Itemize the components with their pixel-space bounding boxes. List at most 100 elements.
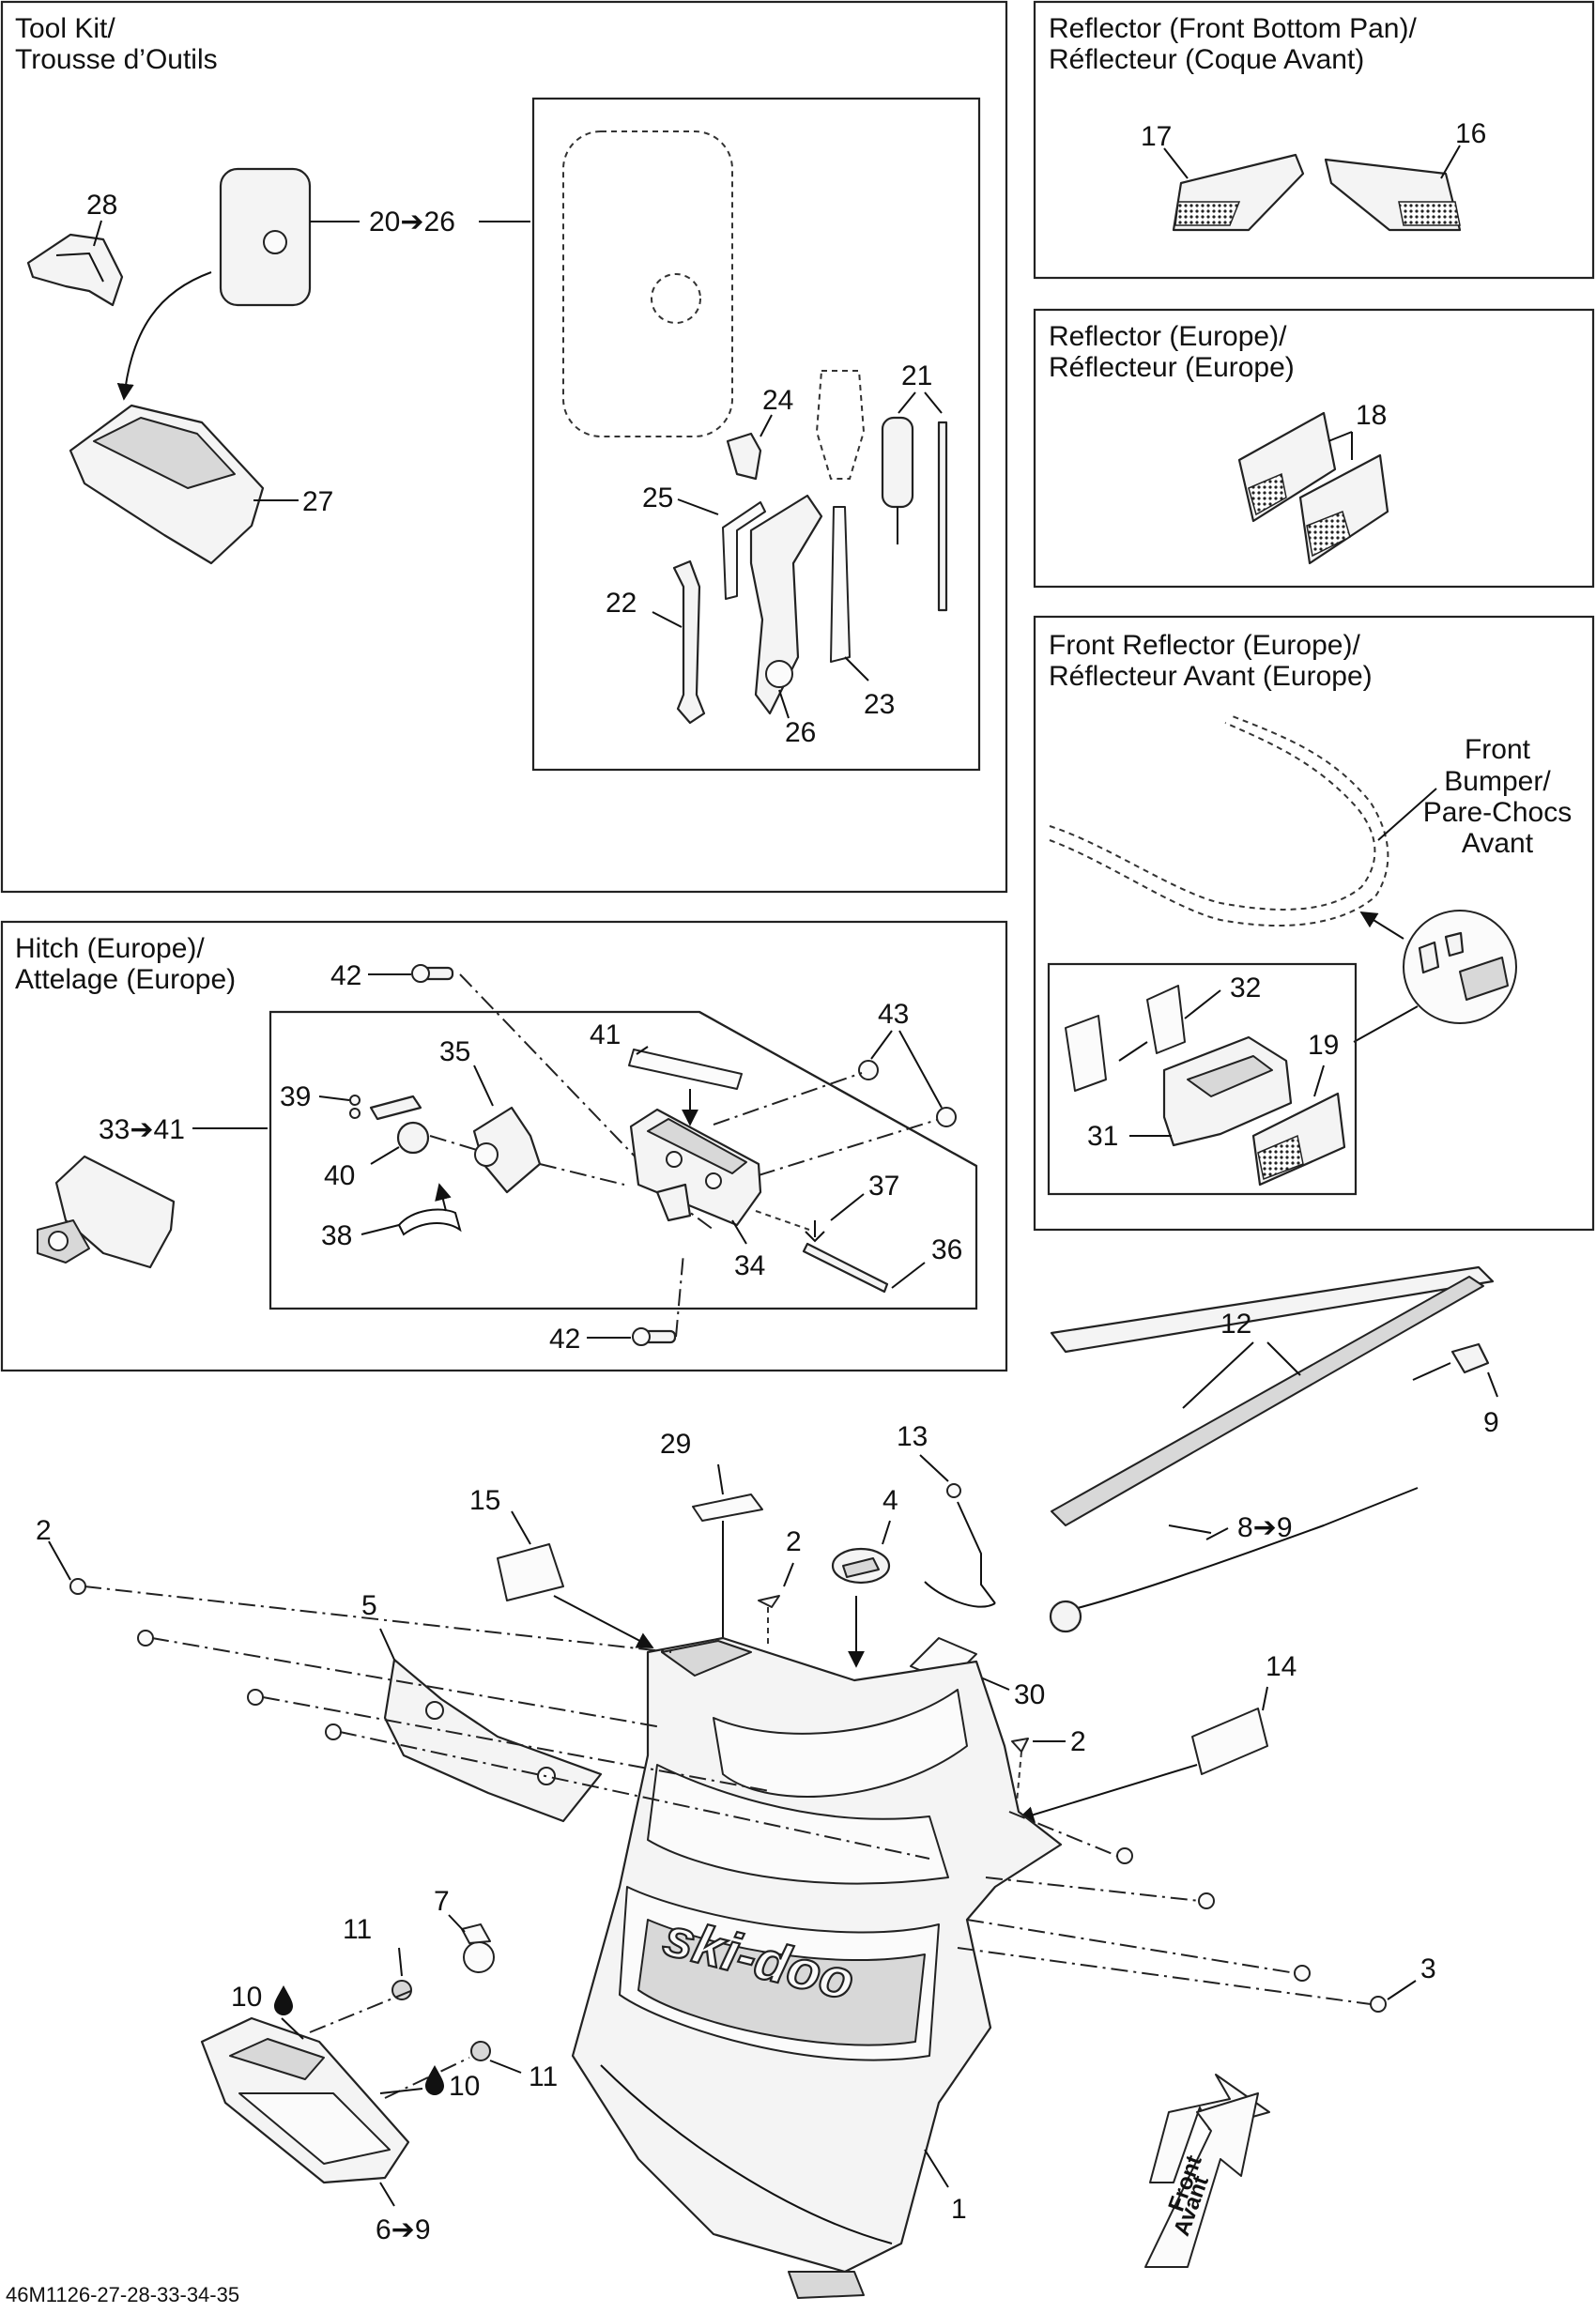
part-23-u-bar (830, 506, 851, 663)
part-31-reflector-housing (1162, 1035, 1293, 1147)
part-26-multi-wrench (749, 494, 823, 715)
part-14-decal (1191, 1708, 1268, 1775)
part-11-socket-lower (470, 2041, 491, 2061)
bumper-label-line2: Bumper/ (1444, 766, 1551, 797)
part-16-reflector-right (1324, 158, 1462, 232)
part-13-grommet (924, 1483, 996, 1608)
callout-37: 37 (868, 1171, 899, 1202)
callout-3: 3 (1420, 1953, 1436, 1984)
callout-14: 14 (1266, 1651, 1297, 1682)
part-43-nuts (858, 1060, 957, 1127)
part-5-side-panel (383, 1658, 603, 1823)
reflector-front-bottom-pan-section: Reflector (Front Bottom Pan)/ Réflecteur… (1033, 0, 1595, 280)
tool-kit-section: Tool Kit/ Trousse d’Outils 28 20➔26 27 (0, 0, 1008, 894)
part-8-harness (1049, 1487, 1419, 1633)
part-6-headlamp (200, 2016, 410, 2184)
front-reflector-detail-frame (1047, 962, 1358, 1196)
front-reflector-europe-title-en: Front Reflector (Europe)/ (1049, 630, 1360, 661)
callout-34: 34 (734, 1250, 765, 1281)
part-40-cap (396, 1121, 430, 1155)
detail-magnifier-circle (1403, 910, 1517, 1024)
hitch-europe-frame (0, 920, 1008, 1372)
part-42-bolt-top (411, 964, 454, 983)
callout-41: 41 (590, 1019, 621, 1050)
callout-36: 36 (931, 1234, 962, 1265)
callout-27: 27 (302, 486, 333, 517)
tool-kit-contents-frame (531, 97, 981, 772)
callout-26: 26 (785, 717, 816, 748)
part-3-rivets-right (1116, 1847, 1387, 2013)
part-39-screws (349, 1095, 422, 1121)
callout-32: 32 (1230, 973, 1261, 1003)
callout-38: 38 (321, 1220, 352, 1251)
part-10-upper: 10 (231, 1982, 293, 2015)
drop-icon (425, 2065, 444, 2095)
callout-19: 19 (1308, 1030, 1339, 1061)
hitch-europe-title-fr: Attelage (Europe) (15, 964, 236, 995)
main-assembly: 12 8➔9 9 13 29 (36, 1265, 1499, 2299)
callout-10-lower: 10 (449, 2071, 480, 2102)
callout-1: 1 (951, 2194, 967, 2225)
part-18-reflector-pair (1237, 411, 1389, 565)
callout-15: 15 (469, 1485, 500, 1516)
part-19-reflector-plate (1251, 1092, 1346, 1187)
part-2-rivets-left (69, 1578, 342, 1740)
part-28-tool-clip (26, 233, 124, 307)
reflector-europe-title-fr: Réflecteur (Europe) (1049, 352, 1295, 383)
callout-6-9: 6➔9 (376, 2214, 431, 2245)
reflector-europe-frame (1033, 308, 1595, 589)
front-direction-arrow-icon: Front Avant (1144, 2074, 1270, 2268)
part-41-label-plate (628, 1049, 743, 1090)
callout-12: 12 (1220, 1309, 1251, 1340)
callout-16: 16 (1455, 118, 1486, 149)
tool-kit-title-fr: Trousse d’Outils (15, 44, 218, 75)
callout-18: 18 (1356, 400, 1387, 431)
hitch-europe-title-en: Hitch (Europe)/ (15, 933, 205, 964)
part-2-screw-right (1011, 1738, 1029, 1803)
callout-42-top: 42 (330, 960, 361, 991)
front-reflector-europe-title-fr: Réflecteur Avant (Europe) (1049, 661, 1373, 692)
reflector-front-bottom-pan-frame (1033, 0, 1595, 280)
callout-4: 4 (882, 1485, 898, 1516)
socket-tool (815, 370, 866, 480)
reflector-europe-section: Reflector (Europe)/ Réflecteur (Europe) … (1033, 308, 1595, 589)
part-27-tool-holder (69, 404, 265, 565)
part-38-hair-pin (397, 1208, 462, 1236)
part-37-pin-small (805, 1220, 825, 1243)
part-12-reflector-strip (1050, 1265, 1495, 1526)
tool-kit-title-en: Tool Kit/ (15, 13, 115, 44)
callout-11-lower: 11 (529, 2061, 558, 2092)
front-reflector-europe-frame (1033, 615, 1595, 1232)
reflector-front-bottom-pan-title-fr: Réflecteur (Coque Avant) (1049, 44, 1364, 75)
callout-23: 23 (864, 689, 895, 720)
callout-33-41: 33➔41 (99, 1114, 185, 1145)
hitch-europe-section: Hitch (Europe)/ Attelage (Europe) 33➔41 … (0, 920, 1008, 1372)
tool-kit-frame (0, 0, 1008, 894)
callout-28: 28 (86, 190, 117, 221)
front-bumper-outline (1049, 714, 1389, 927)
part-11-socket-upper (391, 1980, 412, 2000)
callout-13: 13 (897, 1421, 928, 1452)
callout-17: 17 (1141, 121, 1172, 152)
part-34-hitch-bracket (629, 1108, 762, 1227)
callout-2-top: 2 (786, 1526, 802, 1557)
front-reflector-europe-section: Front Reflector (Europe)/ Réflecteur Ava… (1033, 615, 1595, 1232)
part-32-bracket-pair (1065, 985, 1186, 1092)
callout-2-left: 2 (36, 1515, 52, 1546)
part-2-screw-top (758, 1595, 780, 1645)
callout-25: 25 (642, 483, 673, 513)
callout-31: 31 (1087, 1121, 1118, 1152)
bumper-label-line4: Avant (1462, 828, 1534, 859)
callout-9: 9 (1483, 1407, 1499, 1438)
part-21-screwdriver (881, 416, 948, 612)
diagram-code: 46M1126-27-28-33-34-35 (6, 2283, 239, 2306)
drop-icon (274, 1985, 293, 2015)
reflector-front-bottom-pan-title-en: Reflector (Front Bottom Pan)/ (1049, 13, 1417, 44)
part-4-emblem (831, 1547, 891, 1585)
callout-40: 40 (324, 1160, 355, 1191)
callout-24: 24 (762, 385, 793, 416)
part-22-open-wrench (672, 559, 706, 725)
part-29-decal (692, 1493, 763, 1522)
reflector-europe-title-en: Reflector (Europe)/ (1049, 321, 1287, 352)
callout-35: 35 (439, 1036, 470, 1067)
